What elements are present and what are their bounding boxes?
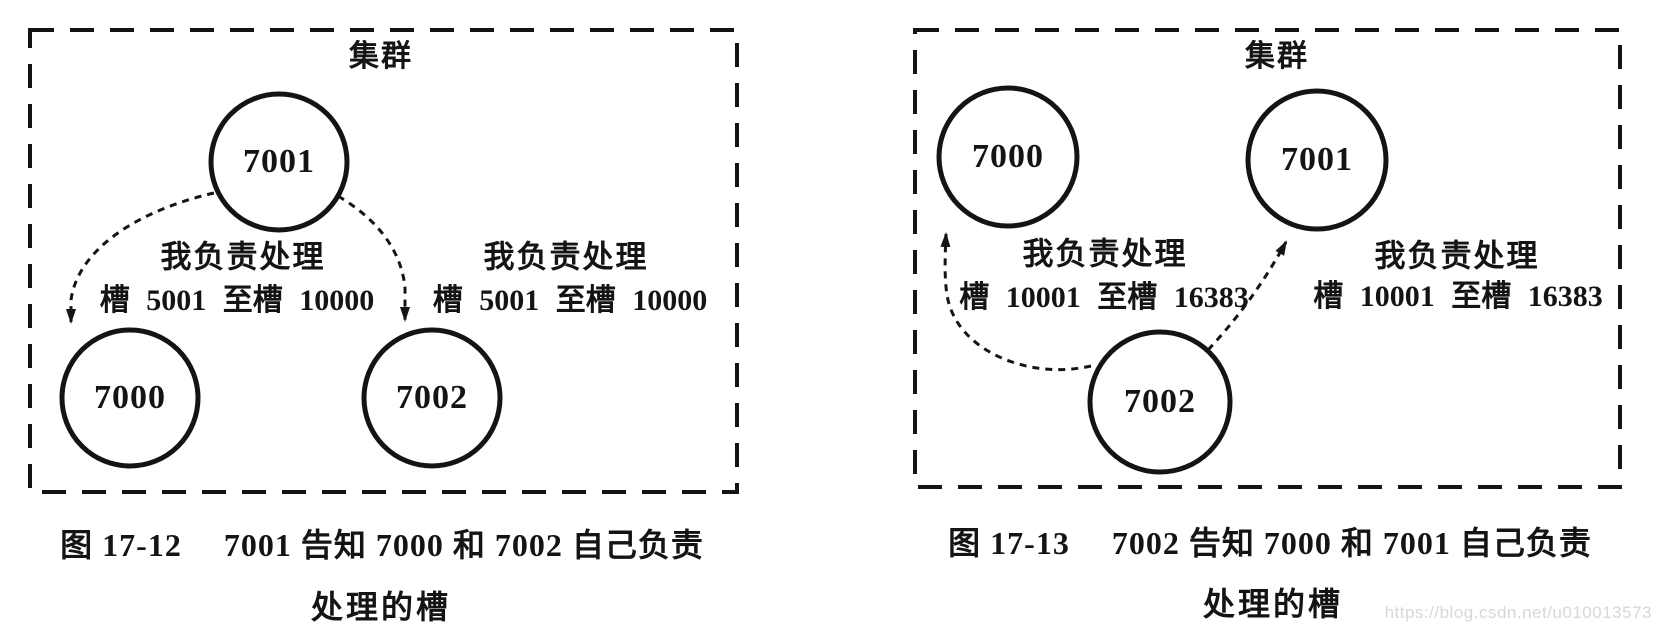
- right-node-7000-circle: [936, 85, 1080, 229]
- csdn-watermark: https://blog.csdn.net/u010013573: [1384, 603, 1652, 622]
- arrow-7002-to-7000: [940, 232, 1092, 371]
- right-node-7002-circle: [1087, 329, 1233, 475]
- left-node-7001-label: 7001: [243, 143, 315, 180]
- left-node-7002-circle: [361, 327, 503, 469]
- right-cluster-boundary-box: [913, 28, 1622, 489]
- left-node-7001-circle: [208, 91, 350, 233]
- arrow-7002-to-7001: [1206, 240, 1288, 352]
- left-node-7000-label: 7000: [94, 379, 166, 416]
- right-node-7001-label: 7001: [1281, 141, 1353, 178]
- right-claim2-line2: 槽 10001 至槽 16383: [1313, 280, 1603, 313]
- left-claim1-line1: 我负责处理: [160, 239, 326, 275]
- right-node-7000-label: 7000: [972, 138, 1044, 175]
- left-claim1-line2: 槽 5001 至槽 10000: [99, 284, 375, 317]
- right-claim1-line1: 我负责处理: [1022, 236, 1188, 272]
- arrow-7001-to-7000: [66, 191, 215, 324]
- left-cluster-boundary-box: [28, 28, 739, 494]
- right-cluster-title: 集群: [1245, 40, 1309, 73]
- left-claim2-line2: 槽 5001 至槽 10000: [432, 284, 708, 317]
- left-figure-caption-line2: 处理的槽: [310, 589, 452, 625]
- right-claim2-line1: 我负责处理: [1374, 238, 1540, 274]
- right-node-7001-circle: [1245, 88, 1389, 232]
- right-claim1-line2: 槽 10001 至槽 16383: [959, 281, 1249, 314]
- left-node-7002-label: 7002: [396, 379, 468, 416]
- left-claim2-line1: 我负责处理: [483, 239, 649, 275]
- right-figure-caption-line1: 图 17-13 7002 告知 7000 和 7001 自己负责: [948, 525, 1592, 561]
- left-cluster-title: 集群: [349, 40, 413, 73]
- right-node-7002-label: 7002: [1124, 383, 1196, 420]
- left-figure-caption-line1: 图 17-12 7001 告知 7000 和 7002 自己负责: [60, 527, 704, 563]
- arrow-7001-to-7002: [337, 194, 410, 322]
- left-node-7000-circle: [59, 327, 201, 469]
- right-figure-caption-line2: 处理的槽: [1202, 586, 1344, 622]
